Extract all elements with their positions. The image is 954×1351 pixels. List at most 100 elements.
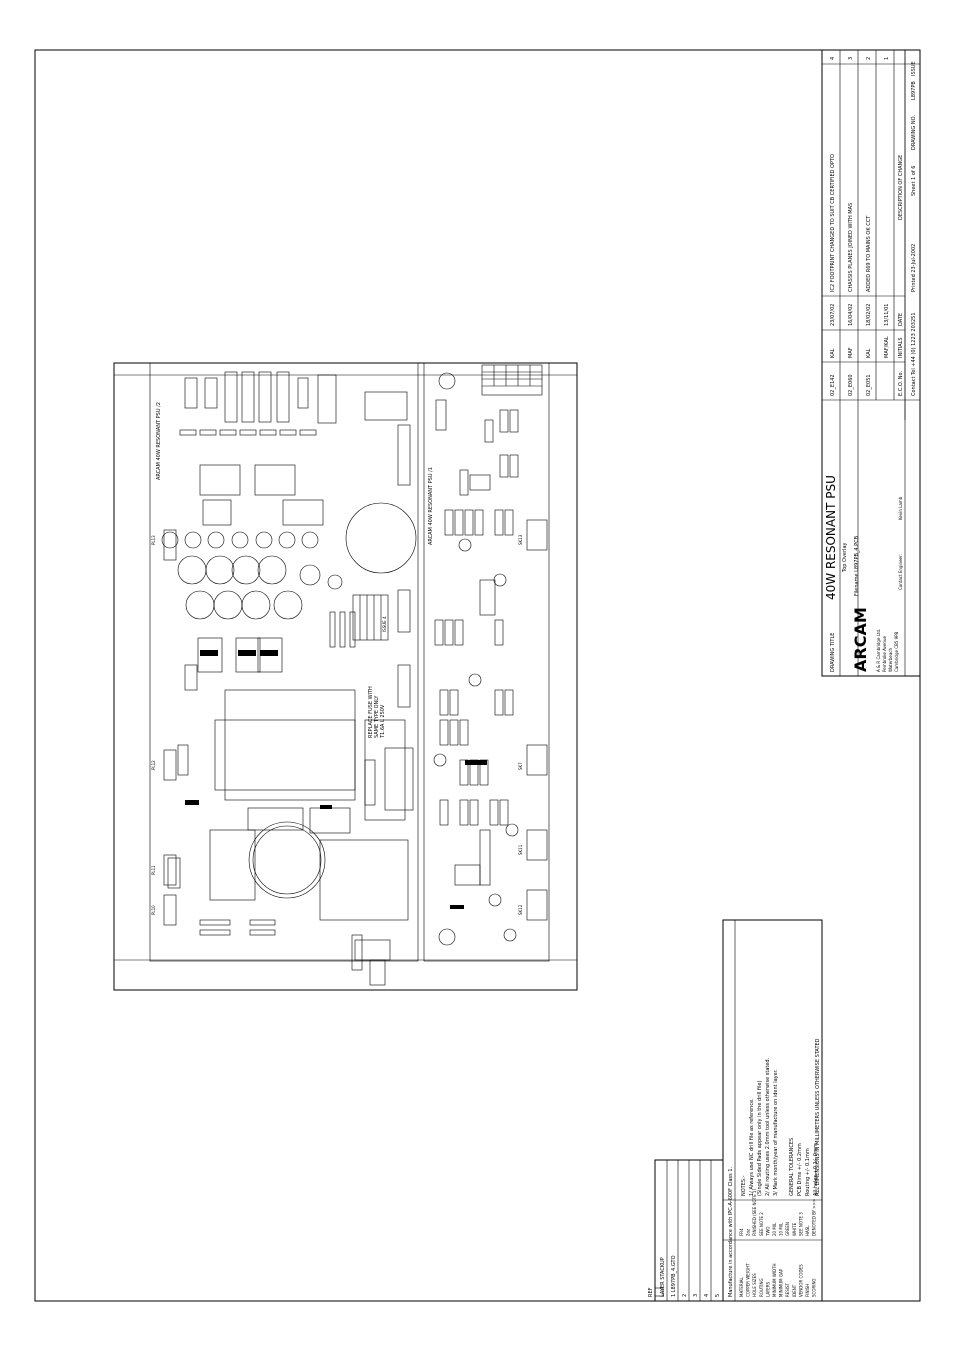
board1-components [433,372,548,946]
svg-text:18/02/02: 18/02/02 [866,304,872,326]
spec-value: SEE NOTE 2 [759,1212,764,1236]
svg-text:(Single Sided Pads appear only: (Single Sided Pads appear only in the dr… [757,1080,763,1196]
svg-text:INITIALS: INITIALS [898,337,904,358]
component-labels: PL10 PL11 PL12 PL13 SK11 SK12 SK13 SK7 [151,534,523,915]
bulk-capacitor-lower [248,821,326,899]
svg-text:PCB Dims +/- 0.2mm: PCB Dims +/- 0.2mm [797,1143,803,1196]
variant-table-b2: ISSUE 4 [352,594,389,641]
spec-key: MINIMUM GAP [779,1268,784,1297]
spec-value: 10 MIL [779,1222,784,1236]
svg-text:3: 3 [693,1294,699,1297]
spec-key: HOLE SIZES [752,1273,757,1297]
ref-label: REF [648,1287,654,1297]
board-2 [149,362,419,962]
spec-value: FR4 [739,1228,744,1236]
svg-text:KAL: KAL [866,348,872,358]
fab-notes-block: REF LAYER STACKUP 1 L897PB_4.GTO 2 3 4 5… [648,919,823,1302]
svg-text:KAL: KAL [830,348,836,358]
spec-value: SEE NOTE 3 [798,1212,803,1236]
svg-text:2: 2 [682,1294,688,1297]
svg-text:5: 5 [715,1294,721,1297]
revision-row-4: MAF/KAL 13/11/01 1 [884,57,890,358]
spec-value: DENOTED BY >>> [812,1199,817,1236]
drawing-title-label: DRAWING TITLE [830,633,836,672]
svg-text:NOTES:-: NOTES:- [741,1175,747,1196]
board1-title: ARCAM 40W RESONANT PSU /1 [428,467,434,545]
pcb-outline [113,362,578,991]
svg-text:IC2 FOOTPRINT CHANGED TO SUIT: IC2 FOOTPRINT CHANGED TO SUIT CB CERTIFI… [830,154,836,292]
svg-text:2: 2 [866,57,872,60]
sheet-number: Sheet 1 of 6 [911,166,917,196]
board2-title: ARCAM 40W RESONANT PSU /2 [156,402,162,480]
power-components [167,371,414,971]
svg-text:1: 1 [884,57,890,60]
contact-engineer: Kevin Lamb [898,496,903,520]
revision-row-2: 02_E060 MAF 16/04/02 CHASSIS PLANES JOIN… [848,57,854,396]
title-block: 02_E142 KAL 23/07/02 IC2 FOOTPRINT CHANG… [821,49,921,677]
ref-checkbox [654,1287,664,1297]
spec-key: VENDOR CODES [798,1264,803,1297]
svg-text:SK7: SK7 [518,762,523,770]
spec-key: IDENT [792,1284,797,1297]
fuse-note: REPLACE FUSE WITH SAME TYPE ONLY T1.6A L… [368,686,386,739]
svg-text:SAME TYPE ONLY: SAME TYPE ONLY [374,695,380,738]
svg-text:E.C.O. No.: E.C.O. No. [898,371,904,396]
spec-key: LAYERS [765,1282,770,1297]
svg-text:PL10: PL10 [151,905,156,915]
svg-text:13/11/01: 13/11/01 [884,304,890,326]
contact-tel: Contact Tel +44 (0) 1223 203251 [911,312,917,396]
revision-row-3: 02_E051 KAL 18/02/02 ADDED R69 TO MAINS … [866,57,872,396]
svg-text:02_E142: 02_E142 [830,374,836,396]
svg-text:16/04/02: 16/04/02 [848,304,854,326]
dimensions-note: ALL DIMENSIONS IN MILLIMETERS UNLESS OTH… [815,1038,821,1196]
revision-row-1: 02_E142 KAL 23/07/02 IC2 FOOTPRINT CHANG… [830,57,836,396]
svg-text:1/ Always use NC drill file as: 1/ Always use NC drill file as reference… [749,1098,755,1196]
printed-date: Printed 23-Jul-2002 [911,244,917,292]
resistors-board2 [179,429,356,936]
svg-text:2/ All routing uses 2.0mm tool: 2/ All routing uses 2.0mm tool unless ot… [765,1057,771,1196]
svg-text:ISSUE 4: ISSUE 4 [382,616,387,632]
spec-key: RESIST [785,1282,790,1297]
address-line-3: Waterbeach [888,648,893,672]
fab-notes: NOTES:- 1/ Always use NC drill file as r… [741,1057,779,1196]
drawing-no-label: DRAWING NO. [911,115,917,150]
svg-text:SK13: SK13 [518,534,523,545]
arcam-logo: ARCAM [851,607,870,672]
spec-value: TWO [765,1226,770,1237]
spec-key: ROUTING [759,1278,764,1297]
svg-text:CHASSIS PLANES JOINED WITH MAS: CHASSIS PLANES JOINED WITH MAS [848,203,854,292]
drawing-title: 40W RESONANT PSU [824,475,838,600]
svg-text:DESCRIPTION OF CHANGE: DESCRIPTION OF CHANGE [898,155,904,220]
address-line-1: A & R Cambridge Ltd. [876,629,881,672]
board-1 [423,362,550,962]
spec-value: 2oz [746,1229,751,1236]
address-line-4: Cambridge CB5 9PB [894,631,899,672]
variant-box-b1 [481,364,543,396]
spec-key: FINISH [805,1284,810,1297]
spec-value: GREEN [785,1222,790,1236]
sheet-border [34,49,921,1302]
electrolytic-capacitors [161,531,343,620]
svg-text:REPLACE FUSE WITH: REPLACE FUSE WITH [368,686,374,738]
svg-text:Routing +/- 0.1mm: Routing +/- 0.1mm [805,1148,811,1196]
svg-text:All holes +0.1/- 0mm: All holes +0.1/- 0mm [813,1143,819,1196]
revision-headers: E.C.O. No. INITIALS DATE DESCRIPTION OF … [898,155,904,396]
general-tolerances: GENERAL TOLERANCES PCB Dims +/- 0.2mm Ro… [789,1138,819,1196]
svg-text:MAF: MAF [848,347,854,358]
svg-text:ADDED R69 TO MAINS OK CCT: ADDED R69 TO MAINS OK CCT [866,215,872,292]
address-line-2: Pembroke Avenue [882,636,887,672]
spec-key: MATERIAL [739,1276,744,1297]
svg-text:23/07/02: 23/07/02 [830,304,836,326]
svg-text:PL13: PL13 [151,535,156,545]
spec-value: WHITE [792,1222,797,1236]
svg-text:4: 4 [830,57,836,60]
contact-label: Contact Engineer: [898,554,903,590]
filename: Filename L897PB_4.PCB [854,535,860,596]
svg-text:02_E051: 02_E051 [866,374,872,396]
svg-text:02_E060: 02_E060 [848,374,854,396]
spec-value: 20 MIL [772,1222,777,1236]
bulk-capacitor [345,502,417,574]
svg-text:SK11: SK11 [518,844,523,855]
